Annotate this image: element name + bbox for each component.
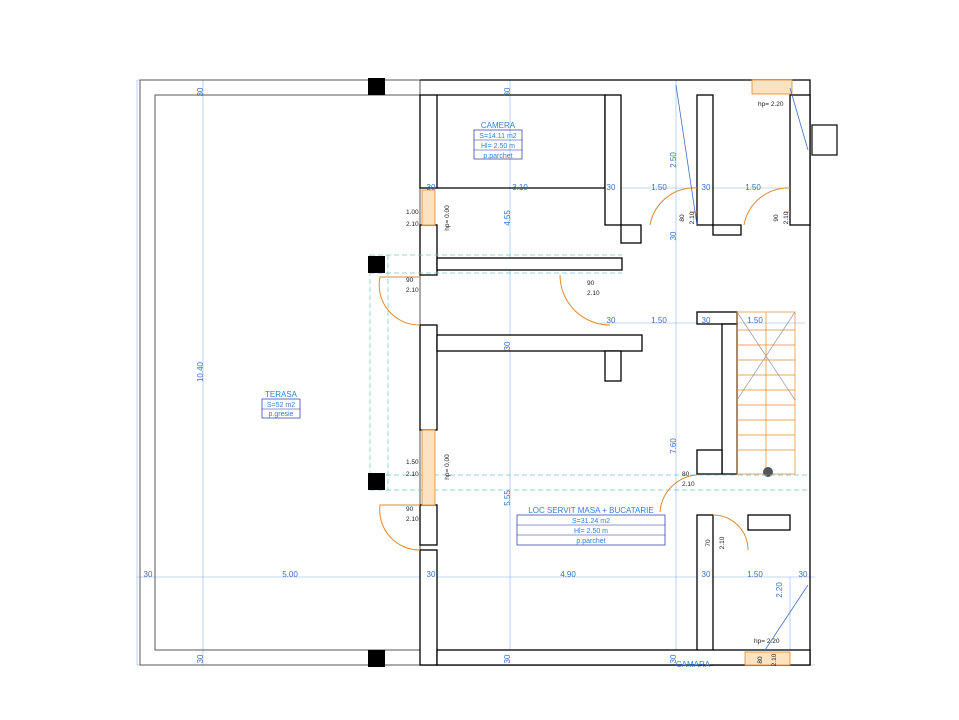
loc-servit-height: Hl= 2.50 m [574, 528, 608, 535]
hp-bottom: hp= 2.20 [754, 638, 780, 645]
dim-base-30-b: 30 [503, 654, 512, 663]
door7-height: 2.10 [406, 516, 419, 523]
loc-servit-area: S=31.24 m2 [572, 518, 610, 525]
dim-bottom-490: 4.90 [560, 570, 576, 579]
dim-w150-b: 1.50 [745, 183, 761, 192]
terasa-area: S=52 m2 [267, 402, 295, 409]
dim-hall-30-a: 30 [607, 316, 616, 325]
dim-bottom-30-c: 30 [702, 570, 711, 579]
dim-camera-width: 3.10 [512, 183, 528, 192]
door1-hp: hp= 0.00 [444, 205, 451, 231]
door3-height: 2.10 [587, 290, 600, 297]
door-labels: 1.00 2.10 hp= 0.00 90 2.10 90 2.10 80 2.… [406, 101, 790, 666]
dim-c30-b: 30 [607, 183, 616, 192]
camera-height: Hl= 2.50 m [481, 143, 515, 150]
dim-stair-150: 1.50 [747, 316, 763, 325]
dim-v555: 5.55 [503, 490, 512, 506]
dim-bottom-150: 1.50 [747, 570, 763, 579]
door9-width: 70 [705, 539, 712, 547]
terasa-floor: p.gresie [269, 411, 294, 418]
walls [419, 79, 811, 666]
room-camera-label: CAMERA S=14.11 m2 Hl= 2.50 m p.parchet [473, 121, 523, 160]
door3-width: 90 [587, 280, 595, 287]
camera-area: S=14.11 m2 [479, 133, 517, 140]
door8-height: 2.10 [682, 481, 695, 488]
dim-top-30-left: 30 [196, 87, 205, 96]
door1-width: 1.00 [406, 209, 419, 216]
door7-width: 90 [406, 506, 414, 513]
door-camera [559, 274, 611, 326]
door-terrace-upper [378, 276, 421, 326]
door-camara [712, 514, 749, 551]
room-terasa-label: TERASA S=52 m2 p.gresie [261, 390, 301, 419]
loc-servit-title: LOC SERVIT MASA + BUCATARIE [528, 506, 653, 515]
dim-v760: 7.60 [669, 438, 678, 454]
door6-height: 2.10 [406, 471, 419, 478]
camera-floor: p.parchet [483, 153, 512, 160]
door6-width: 1.50 [406, 459, 419, 466]
dim-hall-30-b: 30 [702, 316, 711, 325]
dim-bottom-30-a: 30 [144, 570, 153, 579]
beam-lines [369, 254, 810, 491]
dim-mid-30: 30 [503, 341, 512, 350]
door8-width: 80 [682, 471, 690, 478]
door9-height: 2.10 [719, 536, 726, 549]
door4-width: 80 [679, 214, 686, 222]
dim-base-30-c: 30 [669, 654, 678, 663]
door10-width: 80 [757, 656, 764, 664]
terasa-title: TERASA [265, 390, 298, 399]
dim-bottom-500: 5.00 [282, 570, 298, 579]
dim-10-40: 10.40 [196, 361, 205, 382]
camara-title: CAMARA [676, 660, 711, 669]
dim-camera-height: 4.55 [503, 210, 512, 226]
room-camara-label: CAMARA [676, 660, 711, 669]
door10-height: 2.10 [771, 653, 778, 666]
dim-v30-door: 30 [669, 231, 678, 240]
door-bath-2 [743, 187, 791, 226]
dim-base-30-a: 30 [196, 654, 205, 663]
dim-c30-c: 30 [702, 183, 711, 192]
loc-servit-floor: p.parchet [576, 538, 605, 545]
door1-height: 2.10 [406, 221, 419, 228]
windows [421, 79, 793, 666]
dim-bottom-30-d: 30 [799, 570, 808, 579]
staircase [736, 311, 796, 475]
door-terrace-lower [379, 504, 421, 551]
door5-width: 90 [773, 214, 780, 222]
dim-bottom-30-b: 30 [427, 570, 436, 579]
doors [378, 187, 791, 551]
dimension-labels: 30 30 10.40 3.10 4.55 30 30 30 1.50 1.50… [144, 87, 808, 663]
door5-height: 2.10 [783, 211, 790, 224]
dim-c30-a: 30 [427, 183, 436, 192]
stair-pillar [763, 467, 773, 477]
door4-height: 2.10 [689, 211, 696, 224]
door-bath-1 [649, 187, 698, 226]
dim-v250: 2.50 [669, 152, 678, 168]
leader-lines [675, 84, 809, 651]
dim-w150-a: 1.50 [651, 183, 667, 192]
room-loc-servit-label: LOC SERVIT MASA + BUCATARIE S=31.24 m2 H… [516, 506, 666, 546]
columns [368, 78, 385, 667]
dim-v220: 2.20 [775, 582, 784, 598]
hp-top: hp= 2.20 [758, 101, 784, 108]
door2-width: 90 [406, 277, 414, 284]
chimney [811, 124, 838, 156]
door-kitchen [659, 474, 698, 513]
dim-hall-150: 1.50 [651, 316, 667, 325]
dim-top-30-right: 30 [503, 87, 512, 96]
camera-title: CAMERA [481, 121, 516, 130]
door6-hp: hp= 0.00 [444, 454, 451, 480]
door2-height: 2.10 [406, 287, 419, 294]
